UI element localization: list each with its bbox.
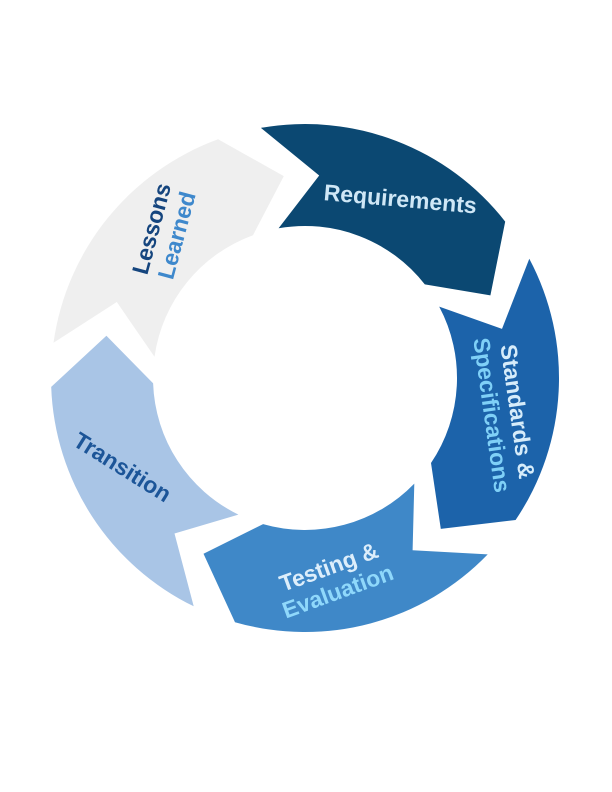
segment-requirements <box>260 124 506 296</box>
segment-lessons <box>53 139 284 357</box>
segment-standards <box>431 258 560 529</box>
segment-transition <box>51 335 239 607</box>
segment-testing <box>203 483 488 633</box>
cycle-segments <box>51 124 560 633</box>
